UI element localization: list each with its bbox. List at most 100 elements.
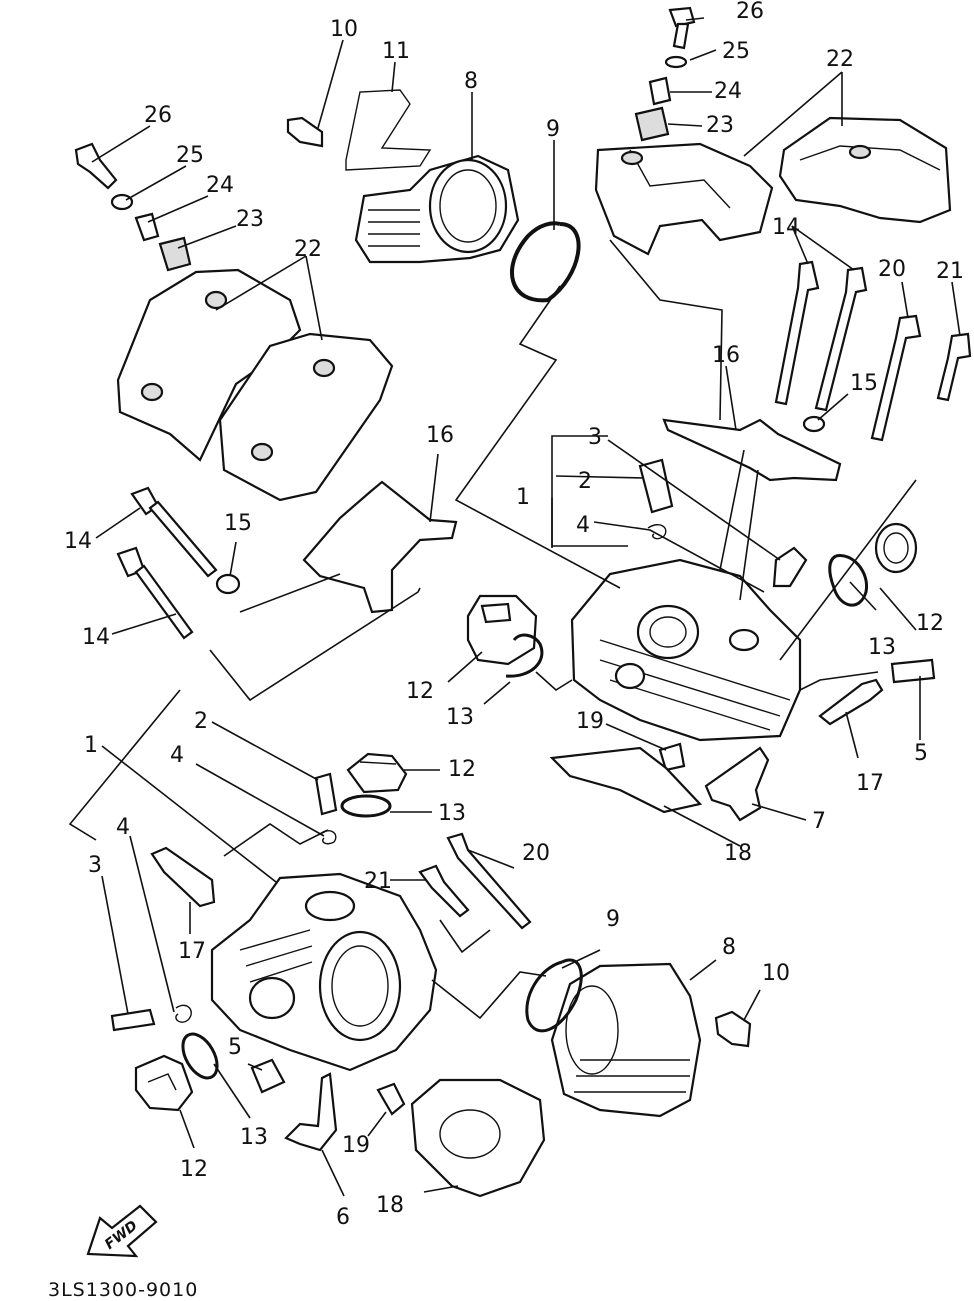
label-24-top-right: 24 (714, 79, 742, 104)
label-26-top-left: 26 (144, 103, 172, 128)
label-24-top-left: 24 (206, 173, 234, 198)
label-1-right: 1 (516, 485, 530, 510)
label-17-left: 17 (178, 939, 206, 964)
label-12-left-top: 12 (448, 757, 476, 782)
spark-plug-17-left (150, 846, 216, 908)
label-8-top: 8 (464, 69, 478, 94)
label-16-right: 16 (712, 343, 740, 368)
label-21-top-right: 21 (936, 259, 964, 284)
gasket-18-left (410, 1078, 546, 1198)
label-12-right: 12 (916, 611, 944, 636)
cap-12-left-bottom (134, 1054, 194, 1112)
cover-22-top-right-a (594, 142, 774, 256)
label-9-bottom: 9 (606, 907, 620, 932)
oring-13-left-top (340, 794, 392, 818)
bolt-20-left (446, 832, 532, 930)
label-23-top-left: 23 (236, 207, 264, 232)
label-15-right: 15 (850, 371, 878, 396)
label-20-left: 20 (522, 841, 550, 866)
label-3-right: 3 (588, 425, 602, 450)
label-4-left-lower: 4 (116, 815, 130, 840)
label-11-top: 11 (382, 39, 410, 64)
oring-13-right (828, 554, 869, 607)
label-14-left-a: 14 (64, 529, 92, 554)
bracket-16-right (662, 418, 842, 482)
label-22-top-right: 22 (826, 47, 854, 72)
label-13-right-center: 13 (446, 705, 474, 730)
washer-15-left (215, 573, 241, 595)
label-26-top-right: 26 (736, 0, 764, 24)
label-8-bottom: 8 (722, 935, 736, 960)
valve-guide-2-right (638, 458, 674, 514)
valve-guide-3-right (772, 546, 808, 588)
oring-9-top (510, 221, 581, 303)
label-17-right: 17 (856, 771, 884, 796)
part-code: 3LS1300-9010 (48, 1279, 198, 1301)
label-19-left: 19 (342, 1133, 370, 1158)
plug-5-left (250, 1058, 286, 1094)
label-18-left: 18 (376, 1193, 404, 1218)
washer-25-top-left (110, 193, 134, 211)
label-7-right: 7 (812, 809, 826, 834)
bolt-10-top (286, 116, 324, 148)
label-2-right: 2 (578, 469, 592, 494)
oring-13-left-bottom (181, 1032, 219, 1080)
stud-14-right-b (814, 266, 868, 412)
label-16-left: 16 (426, 423, 454, 448)
label-19-right: 19 (576, 709, 604, 734)
cylinder-head-8-top (354, 154, 520, 264)
collar-24-top-right (648, 76, 672, 106)
clip-4-left-lower (175, 1004, 192, 1023)
label-12-right-center: 12 (406, 679, 434, 704)
label-5-left: 5 (228, 1035, 242, 1060)
grommet-23-top-left (158, 236, 192, 272)
label-13-right: 13 (868, 635, 896, 660)
oring-9-bottom (525, 958, 583, 1033)
insert-19-left (376, 1082, 406, 1116)
bolt-21-right (936, 332, 972, 402)
label-23-top-right: 23 (706, 113, 734, 138)
pipe-7-right (704, 746, 770, 822)
label-3-left: 3 (88, 853, 102, 878)
cap-12-right-center (466, 594, 538, 666)
label-14-left-b: 14 (82, 625, 110, 650)
cylinder-head-8-bottom (550, 962, 702, 1118)
bracket-11 (345, 89, 432, 171)
cap-12-right (874, 522, 918, 574)
bolt-10-bottom (714, 1010, 752, 1048)
label-15-left: 15 (224, 511, 252, 536)
label-4-left: 4 (170, 743, 184, 768)
label-12-left-bottom: 12 (180, 1157, 208, 1182)
label-1-left: 1 (84, 733, 98, 758)
washer-25-top-right (664, 55, 688, 69)
label-25-top-right: 25 (722, 39, 750, 64)
collar-24-top-left (134, 212, 160, 242)
cylinder-head-right (570, 558, 802, 742)
valve-guide-3-left (110, 1008, 156, 1032)
insert-19-right (658, 742, 686, 772)
label-13-left-top: 13 (438, 801, 466, 826)
cover-22-top-right-b (778, 116, 952, 224)
bolt-21-left (418, 864, 470, 918)
label-9-top: 9 (546, 117, 560, 142)
label-18-right: 18 (724, 841, 752, 866)
valve-guide-2-left (314, 772, 338, 816)
parts-artwork (74, 6, 972, 1258)
label-20-top-right: 20 (878, 257, 906, 282)
label-13-left-bottom: 13 (240, 1125, 268, 1150)
label-25-top-left: 25 (176, 143, 204, 168)
leader-lines (68, 17, 961, 1197)
label-6-left: 6 (336, 1205, 350, 1230)
pipe-6-left (284, 1072, 338, 1152)
bolt-26-top-left (74, 142, 118, 190)
bolt-20-right (870, 314, 922, 442)
spark-plug-17-right (818, 678, 884, 726)
label-14-top-right: 14 (772, 215, 800, 240)
stud-14-left-b (116, 546, 194, 640)
stud-14-left-a (130, 486, 218, 578)
label-21-left: 21 (364, 869, 392, 894)
label-5-right: 5 (914, 741, 928, 766)
washer-15-right (802, 415, 826, 433)
label-2-left: 2 (194, 709, 208, 734)
cover-22-left-b (218, 332, 394, 502)
